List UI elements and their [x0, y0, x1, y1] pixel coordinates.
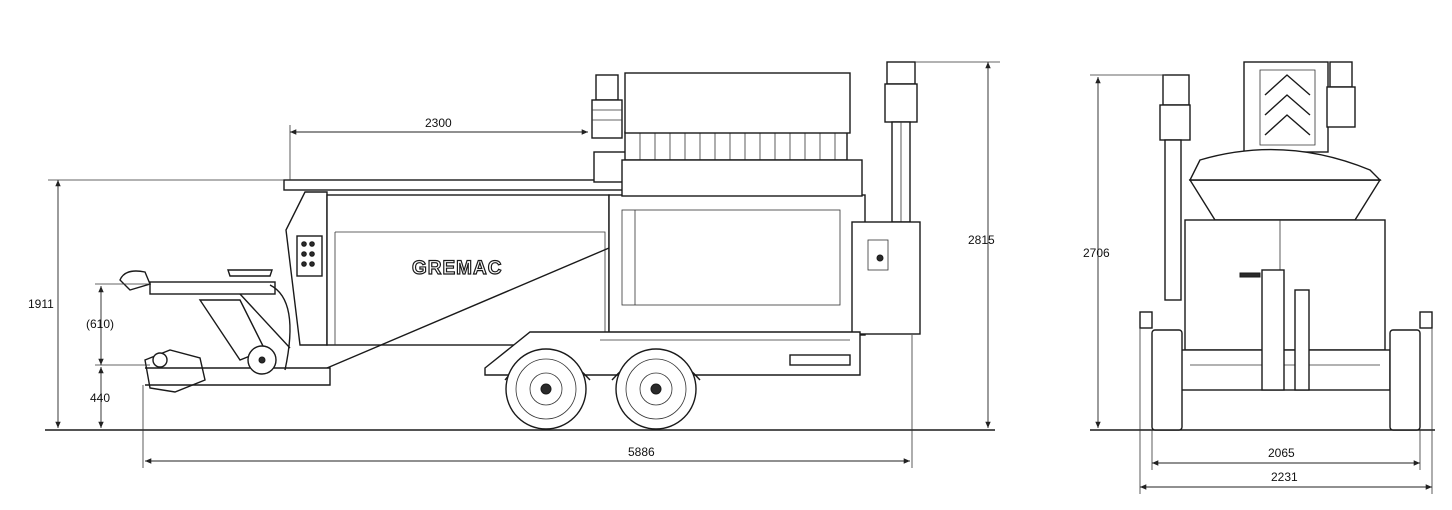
dim-hitch-height: 440	[90, 391, 110, 405]
hose	[269, 284, 291, 371]
left-lamp	[1139, 311, 1153, 329]
dim-top-length: 2300	[425, 116, 452, 130]
step	[789, 354, 851, 366]
body-panel	[335, 231, 606, 345]
rear-panel	[621, 209, 841, 306]
jockey-wheel	[198, 299, 277, 375]
screen-segments	[639, 132, 836, 160]
main-body	[326, 194, 610, 346]
rear-body	[608, 194, 866, 336]
dim-overall-height: 2815	[968, 233, 995, 247]
rear-lower-frame	[1179, 349, 1391, 391]
upper-hopper	[624, 72, 851, 134]
rear-wheel	[615, 348, 697, 430]
side-view: GREMAC	[45, 61, 995, 431]
left-motor	[591, 74, 623, 139]
hitch-ball	[152, 352, 168, 368]
front-wheel	[505, 348, 587, 430]
screen-belt	[624, 131, 848, 161]
dim-overall-width: 2231	[1271, 470, 1298, 484]
side-dimensions: 2300 2815 1911 (610) 440 5886	[28, 61, 1000, 468]
hopper-lid	[283, 179, 625, 191]
dim-rear-height: 2706	[1083, 246, 1110, 260]
rear-funnel	[1188, 179, 1382, 221]
dim-hopper-height: 1911	[28, 297, 54, 311]
control-panel	[296, 235, 323, 277]
dim-hitch-range: (610)	[86, 317, 114, 331]
rear-dimensions: 2706 2065 2231	[1083, 74, 1433, 494]
rear-right-motor	[1326, 61, 1356, 128]
discharge-chute	[851, 221, 921, 335]
right-mast	[884, 61, 918, 223]
dim-overall-length: 5886	[628, 445, 655, 459]
rear-right-wheel	[1389, 329, 1421, 431]
drawbar	[145, 367, 331, 386]
rear-left-wheel	[1151, 329, 1183, 431]
rear-left-motor	[1159, 74, 1191, 301]
right-lamp	[1419, 311, 1433, 329]
dim-track-width: 2065	[1268, 446, 1295, 460]
body-diagonal	[326, 247, 610, 369]
hitch-coupler	[144, 349, 206, 393]
rear-view	[1090, 61, 1435, 431]
brand-logo: GREMAC	[412, 258, 502, 279]
motor-housing	[593, 151, 627, 183]
tow-arm	[119, 269, 291, 349]
rear-main-body	[1184, 219, 1386, 351]
hopper-base	[621, 159, 863, 197]
rear-hitch	[1239, 269, 1310, 391]
